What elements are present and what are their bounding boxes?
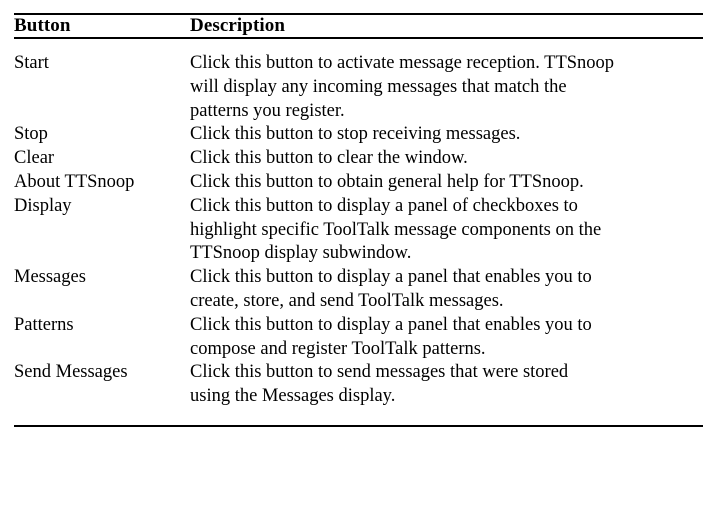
cell-description: Click this button to display a panel of … (190, 195, 703, 266)
description-line: Click this button to activate message re… (190, 53, 615, 73)
description-line: compose and register ToolTalk patterns. (190, 338, 486, 359)
cell-button-name: Clear (14, 148, 55, 169)
table-body: Start Click this button to activate mess… (14, 39, 703, 409)
description-line: Click this button to obtain general help… (190, 171, 584, 192)
table-top-rule (14, 13, 703, 15)
cell-description: Click this button to stop receiving mess… (190, 123, 703, 147)
table-bottom-spacer (14, 409, 703, 425)
cell-description: Click this button to display a panel tha… (190, 314, 703, 362)
table: Button Description (14, 15, 703, 37)
description-line: Click this button to display a panel of … (190, 195, 578, 216)
description-line: Click this button to display a panel tha… (190, 267, 592, 288)
description-line: Click this button to display a panel tha… (190, 314, 592, 335)
cell-button-name: Patterns (14, 314, 74, 335)
cell-description: Click this button to send messages that … (190, 361, 703, 409)
cell-button-name: Display (14, 195, 72, 216)
column-header-button: Button (14, 15, 71, 36)
table-row: Display Click this button to display a p… (14, 195, 703, 266)
cell-description: Click this button to display a panel tha… (190, 266, 703, 314)
table-header-row: Button Description (14, 15, 703, 37)
table-row: Stop Click this button to stop receiving… (14, 123, 703, 147)
description-line: will display any incoming messages that … (190, 76, 567, 97)
table-row: Clear Click this button to clear the win… (14, 147, 703, 171)
table-row: Start Click this button to activate mess… (14, 39, 703, 123)
column-header-description: Description (190, 15, 286, 36)
table-row: Send Messages Click this button to send … (14, 361, 703, 409)
cell-description: Click this button to clear the window. (190, 147, 703, 171)
description-line: Click this button to send messages that … (190, 362, 569, 383)
button-reference-table: Button Description Start Click this butt… (14, 13, 703, 427)
table-bottom-rule (14, 424, 703, 427)
description-line: patterns you register. (190, 100, 345, 121)
cell-button-name: Start (14, 53, 49, 73)
table-header: Button Description (14, 15, 703, 37)
description-line: using the Messages display. (190, 386, 396, 407)
description-line: Click this button to clear the window. (190, 148, 468, 169)
table-header-rule (14, 37, 703, 39)
description-line: create, store, and send ToolTalk message… (190, 290, 504, 311)
cell-button-name: Send Messages (14, 362, 128, 383)
cell-description: Click this button to obtain general help… (190, 171, 703, 195)
description-line: highlight specific ToolTalk message comp… (190, 219, 602, 240)
table-row: Patterns Click this button to display a … (14, 314, 703, 362)
cell-button-name: Messages (14, 267, 86, 288)
cell-button-name: Stop (14, 124, 48, 145)
description-line: Click this button to stop receiving mess… (190, 124, 521, 145)
table-body-table: Start Click this button to activate mess… (14, 39, 703, 409)
cell-button-name: About TTSnoop (14, 171, 135, 192)
table-row: About TTSnoop Click this button to obtai… (14, 171, 703, 195)
cell-description: Click this button to activate message re… (190, 39, 703, 123)
description-line: TTSnoop display subwindow. (190, 243, 412, 264)
table-row: Messages Click this button to display a … (14, 266, 703, 314)
